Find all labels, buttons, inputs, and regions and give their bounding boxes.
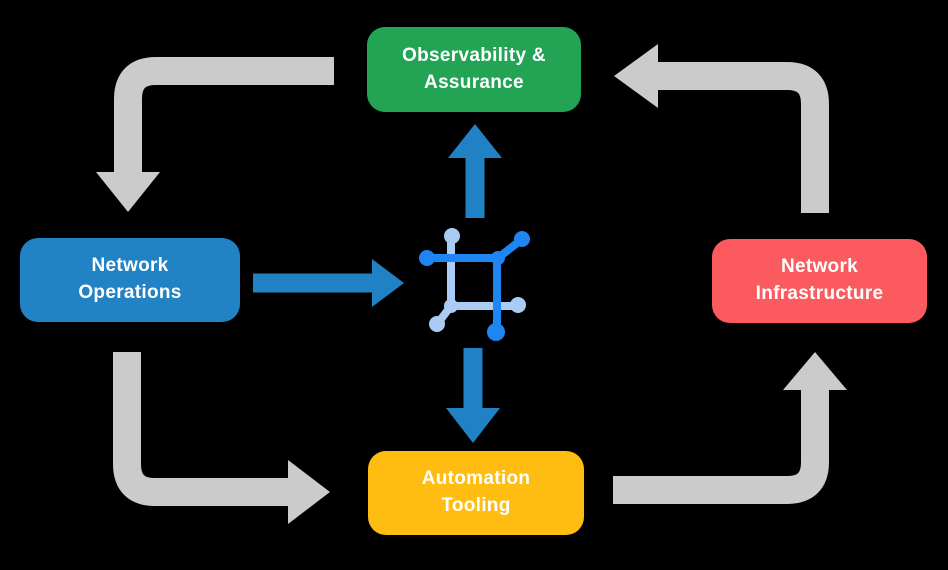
node-network-operations: Network Operations — [20, 238, 240, 322]
node-network-infrastructure: Network Infrastructure — [712, 239, 927, 323]
flow-arrow-down — [446, 348, 500, 443]
node-observability-assurance: Observability & Assurance — [367, 27, 581, 112]
node-label-network-infrastructure: Network Infrastructure — [755, 256, 884, 304]
cycle-arrow-top-left — [96, 57, 334, 212]
node-label-network-operations: Network Operations — [78, 255, 182, 303]
node-automation-tooling: Automation Tooling — [368, 451, 584, 535]
network-mesh-icon — [419, 228, 530, 341]
flow-arrow-right — [253, 259, 404, 307]
cycle-arrow-top-right — [614, 44, 829, 213]
cycle-arrow-bottom-left — [113, 352, 330, 524]
flow-arrow-up — [448, 124, 502, 218]
node-label-observability-assurance: Observability & Assurance — [402, 44, 546, 93]
cycle-arrow-bottom-right — [613, 352, 847, 504]
node-label-automation-tooling: Automation Tooling — [421, 468, 531, 516]
